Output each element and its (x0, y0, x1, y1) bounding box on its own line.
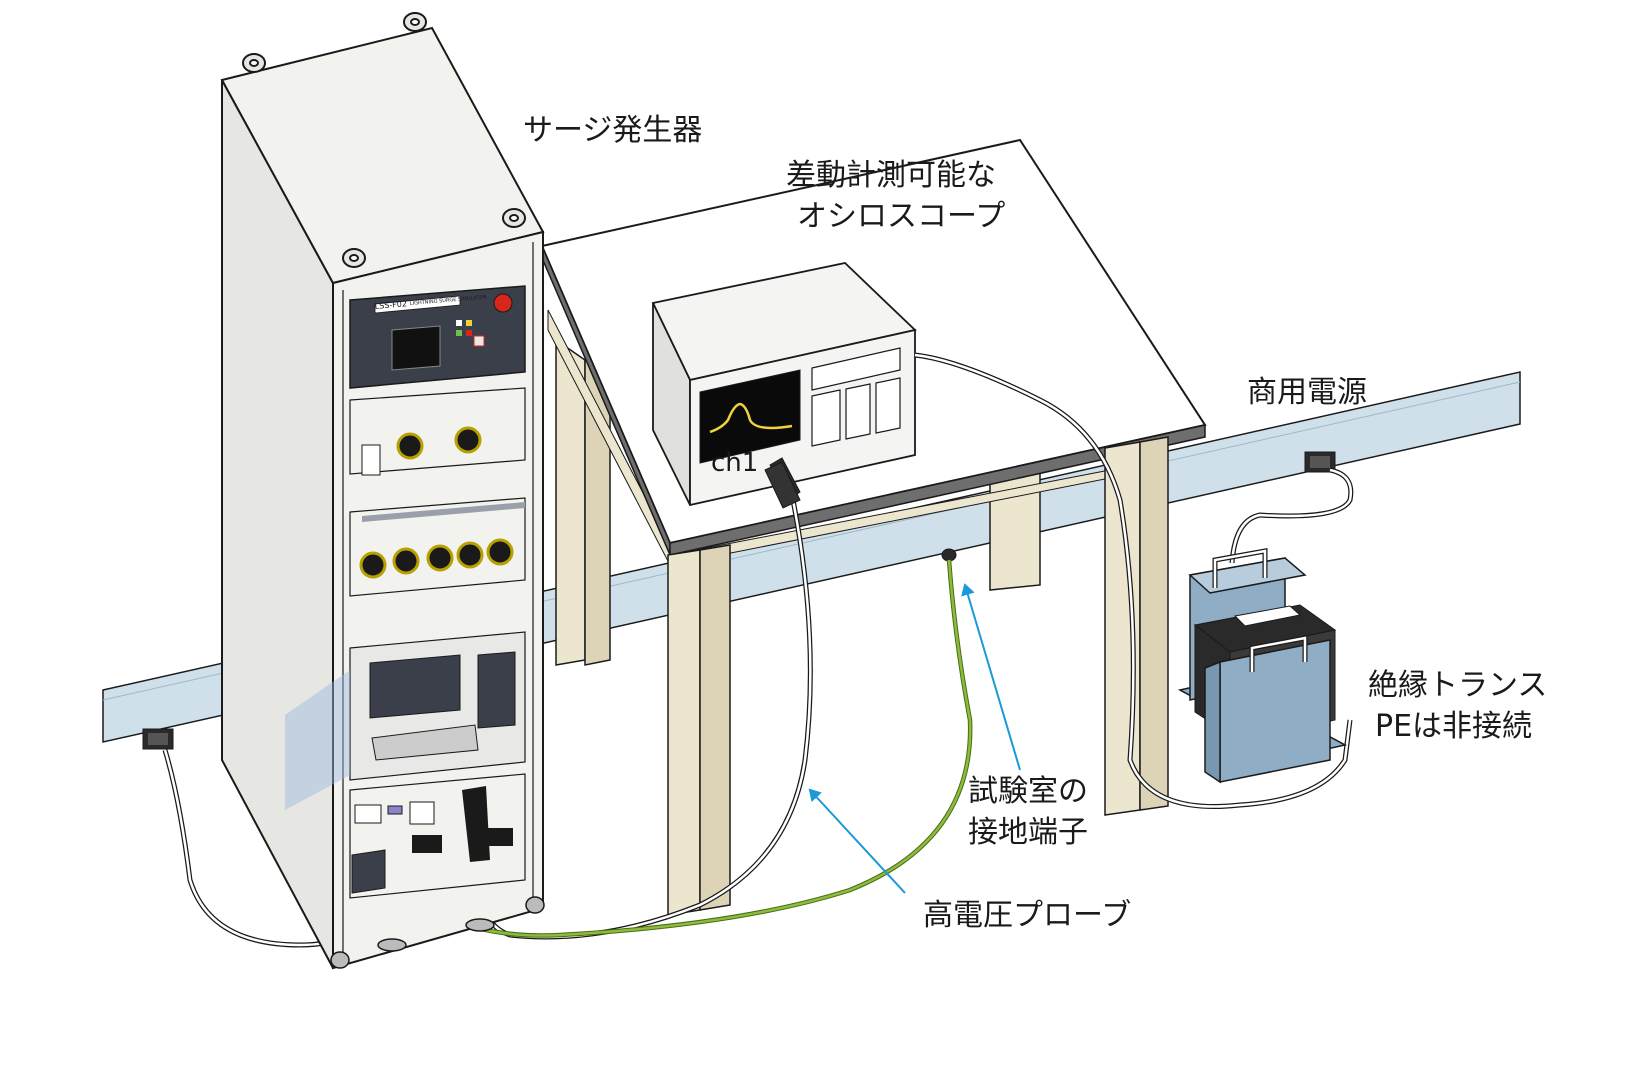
model-badge: LSS-F02 (374, 299, 407, 311)
label-commercial-power: 商用電源 (1247, 375, 1367, 410)
probe-handle (764, 461, 801, 509)
label-oscilloscope-line2: オシロスコープ (797, 199, 1006, 234)
pointer-arrows (808, 583, 1021, 894)
wall-outlet-left (142, 728, 174, 750)
ground-terminal (941, 548, 957, 562)
label-transformer-line2: PEは非接続 (1375, 709, 1533, 744)
label-surge-generator: サージ発生器 (523, 113, 703, 148)
eye-bolts (242, 12, 526, 268)
arrow-to-hv-probe (808, 788, 906, 894)
isolation-transformer (1177, 548, 1348, 784)
label-ground-terminal-line1: 試験室の (968, 774, 1088, 809)
wall-outlet-right (1304, 451, 1336, 473)
oscilloscope (651, 262, 917, 507)
surge-generator (220, 12, 545, 970)
label-oscilloscope-line1: 差動計測可能な (786, 158, 996, 193)
arrow-to-ground-terminal (961, 583, 1021, 771)
label-hv-probe: 高電圧プローブ (923, 898, 1132, 933)
label-channel: ch1 (711, 448, 759, 478)
label-transformer-line1: 絶縁トランス (1368, 668, 1548, 703)
label-ground-terminal-line2: 接地端子 (968, 815, 1088, 850)
